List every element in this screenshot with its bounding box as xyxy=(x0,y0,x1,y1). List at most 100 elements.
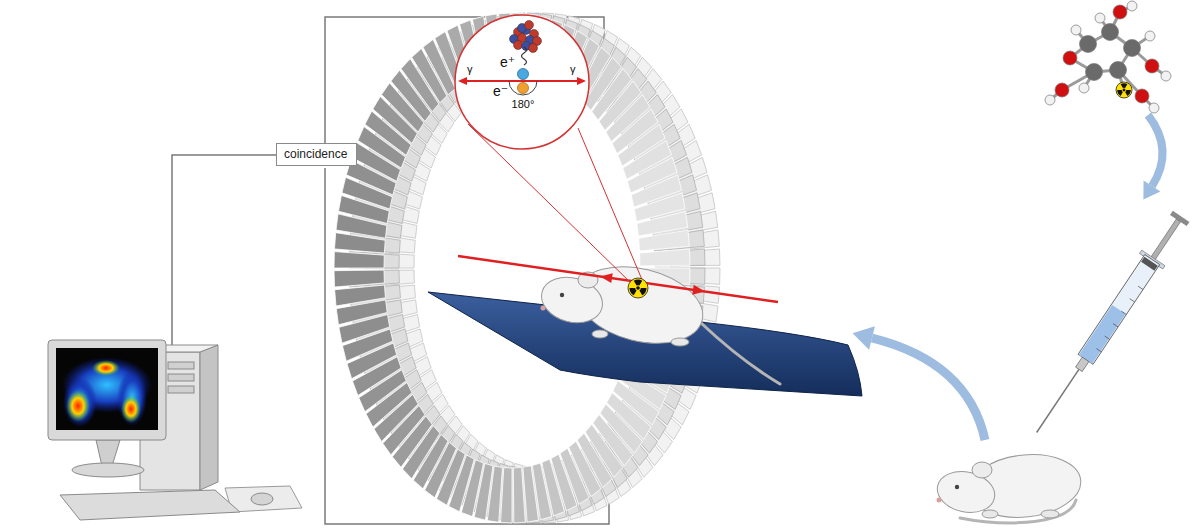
pet-image xyxy=(117,370,147,426)
detector-block xyxy=(513,467,525,523)
atom xyxy=(1071,25,1081,35)
mouse-foot xyxy=(592,330,608,338)
radiation-blade xyxy=(1117,90,1123,96)
electron xyxy=(518,83,529,94)
syringe-rod xyxy=(1148,219,1180,263)
atom xyxy=(1063,51,1077,65)
mouse-eye xyxy=(560,293,564,297)
atom xyxy=(1135,89,1149,103)
zoom-inset-circle xyxy=(455,15,589,149)
gamma-arrowheads xyxy=(600,273,705,295)
computer-mouse xyxy=(251,493,273,505)
syringe-hub xyxy=(1076,357,1089,371)
syringe-liquid xyxy=(1079,305,1126,364)
monitor xyxy=(48,340,166,440)
mouse-nose xyxy=(541,306,546,311)
signal-wire xyxy=(172,155,276,345)
radiation-blade xyxy=(1121,83,1128,88)
detector-layer xyxy=(334,13,690,523)
detector-block xyxy=(334,270,384,287)
angle-label: 180° xyxy=(512,98,535,110)
atom xyxy=(1127,1,1137,11)
atom xyxy=(1080,36,1097,53)
gamma-arrowhead xyxy=(458,77,467,85)
nucleon xyxy=(529,44,538,53)
process-arrow xyxy=(872,338,985,440)
positron xyxy=(518,69,529,80)
radiation-blade xyxy=(634,280,643,286)
syringe-scale xyxy=(1096,286,1143,352)
monitor-screen xyxy=(56,348,158,430)
gamma-arrowhead xyxy=(577,77,586,85)
atom xyxy=(1113,5,1127,19)
detector-block xyxy=(523,466,539,522)
radiation-symbol xyxy=(1116,82,1132,98)
computer-tower-side xyxy=(200,345,218,490)
detector-ring xyxy=(334,13,720,523)
zoom-leader-line xyxy=(468,124,632,284)
drive-bay xyxy=(168,362,194,369)
nucleon xyxy=(525,21,534,30)
tracer-molecule xyxy=(1045,1,1171,113)
atom xyxy=(1095,13,1105,23)
bonds xyxy=(1050,6,1166,108)
atom xyxy=(1055,83,1069,97)
detector-block xyxy=(501,468,512,523)
gamma-arrowhead xyxy=(600,273,613,283)
detector-layer xyxy=(349,13,705,523)
mouse-foot xyxy=(671,338,689,346)
decay-wave xyxy=(522,47,527,65)
detector-block xyxy=(334,252,384,268)
mouse-pad xyxy=(225,486,302,512)
atom xyxy=(1079,83,1089,93)
gamma-ray-line xyxy=(467,80,577,82)
mouse-ear xyxy=(972,462,992,478)
pet-hotspot xyxy=(66,390,90,422)
process-box: coincidence xyxy=(276,143,357,166)
radiation-blade xyxy=(639,288,646,295)
gamma-ray-line xyxy=(458,256,778,302)
mouse-tail xyxy=(700,322,780,384)
gamma-arrowhead xyxy=(692,285,705,295)
atoms xyxy=(1045,1,1171,113)
particle-label: e⁺ xyxy=(500,55,515,70)
gamma-label: γ xyxy=(467,63,473,75)
radiation-disc xyxy=(1116,82,1132,98)
process-arrowhead xyxy=(853,326,875,349)
atom xyxy=(1124,40,1141,57)
mouse-nose xyxy=(937,498,942,503)
atom xyxy=(1102,24,1119,41)
drive-bay xyxy=(168,374,194,381)
radiation-blade xyxy=(1125,90,1131,96)
atom xyxy=(1149,103,1159,113)
radiation-center xyxy=(1123,89,1126,92)
gamma-label: γ xyxy=(570,63,576,75)
drive-bay xyxy=(168,386,194,393)
monitor-base xyxy=(72,463,144,477)
radiation-symbol xyxy=(628,278,648,298)
radiation-center xyxy=(636,286,640,290)
atom xyxy=(1145,31,1155,41)
syringe-needle xyxy=(1037,369,1079,432)
process-arrowhead xyxy=(1143,181,1160,200)
radiation-disc xyxy=(628,278,648,298)
atom xyxy=(1110,62,1127,79)
detector-block xyxy=(335,285,386,306)
particle-label: e⁻ xyxy=(493,84,508,99)
process-arrow xyxy=(1148,115,1163,186)
atom xyxy=(1086,64,1103,81)
monitor-stand xyxy=(96,440,120,466)
radioactive-symbol xyxy=(628,278,648,298)
syringe-piston xyxy=(1141,257,1158,271)
detector-block xyxy=(640,249,690,266)
pet-image xyxy=(63,377,97,427)
mouse-eye xyxy=(955,485,959,489)
syringe-barrel xyxy=(1078,255,1160,365)
pet-hotspot xyxy=(121,395,141,423)
pet-hotspot xyxy=(92,360,120,376)
mouse-foot xyxy=(982,510,998,518)
keyboard xyxy=(60,490,240,520)
radiation-blade xyxy=(630,288,637,295)
